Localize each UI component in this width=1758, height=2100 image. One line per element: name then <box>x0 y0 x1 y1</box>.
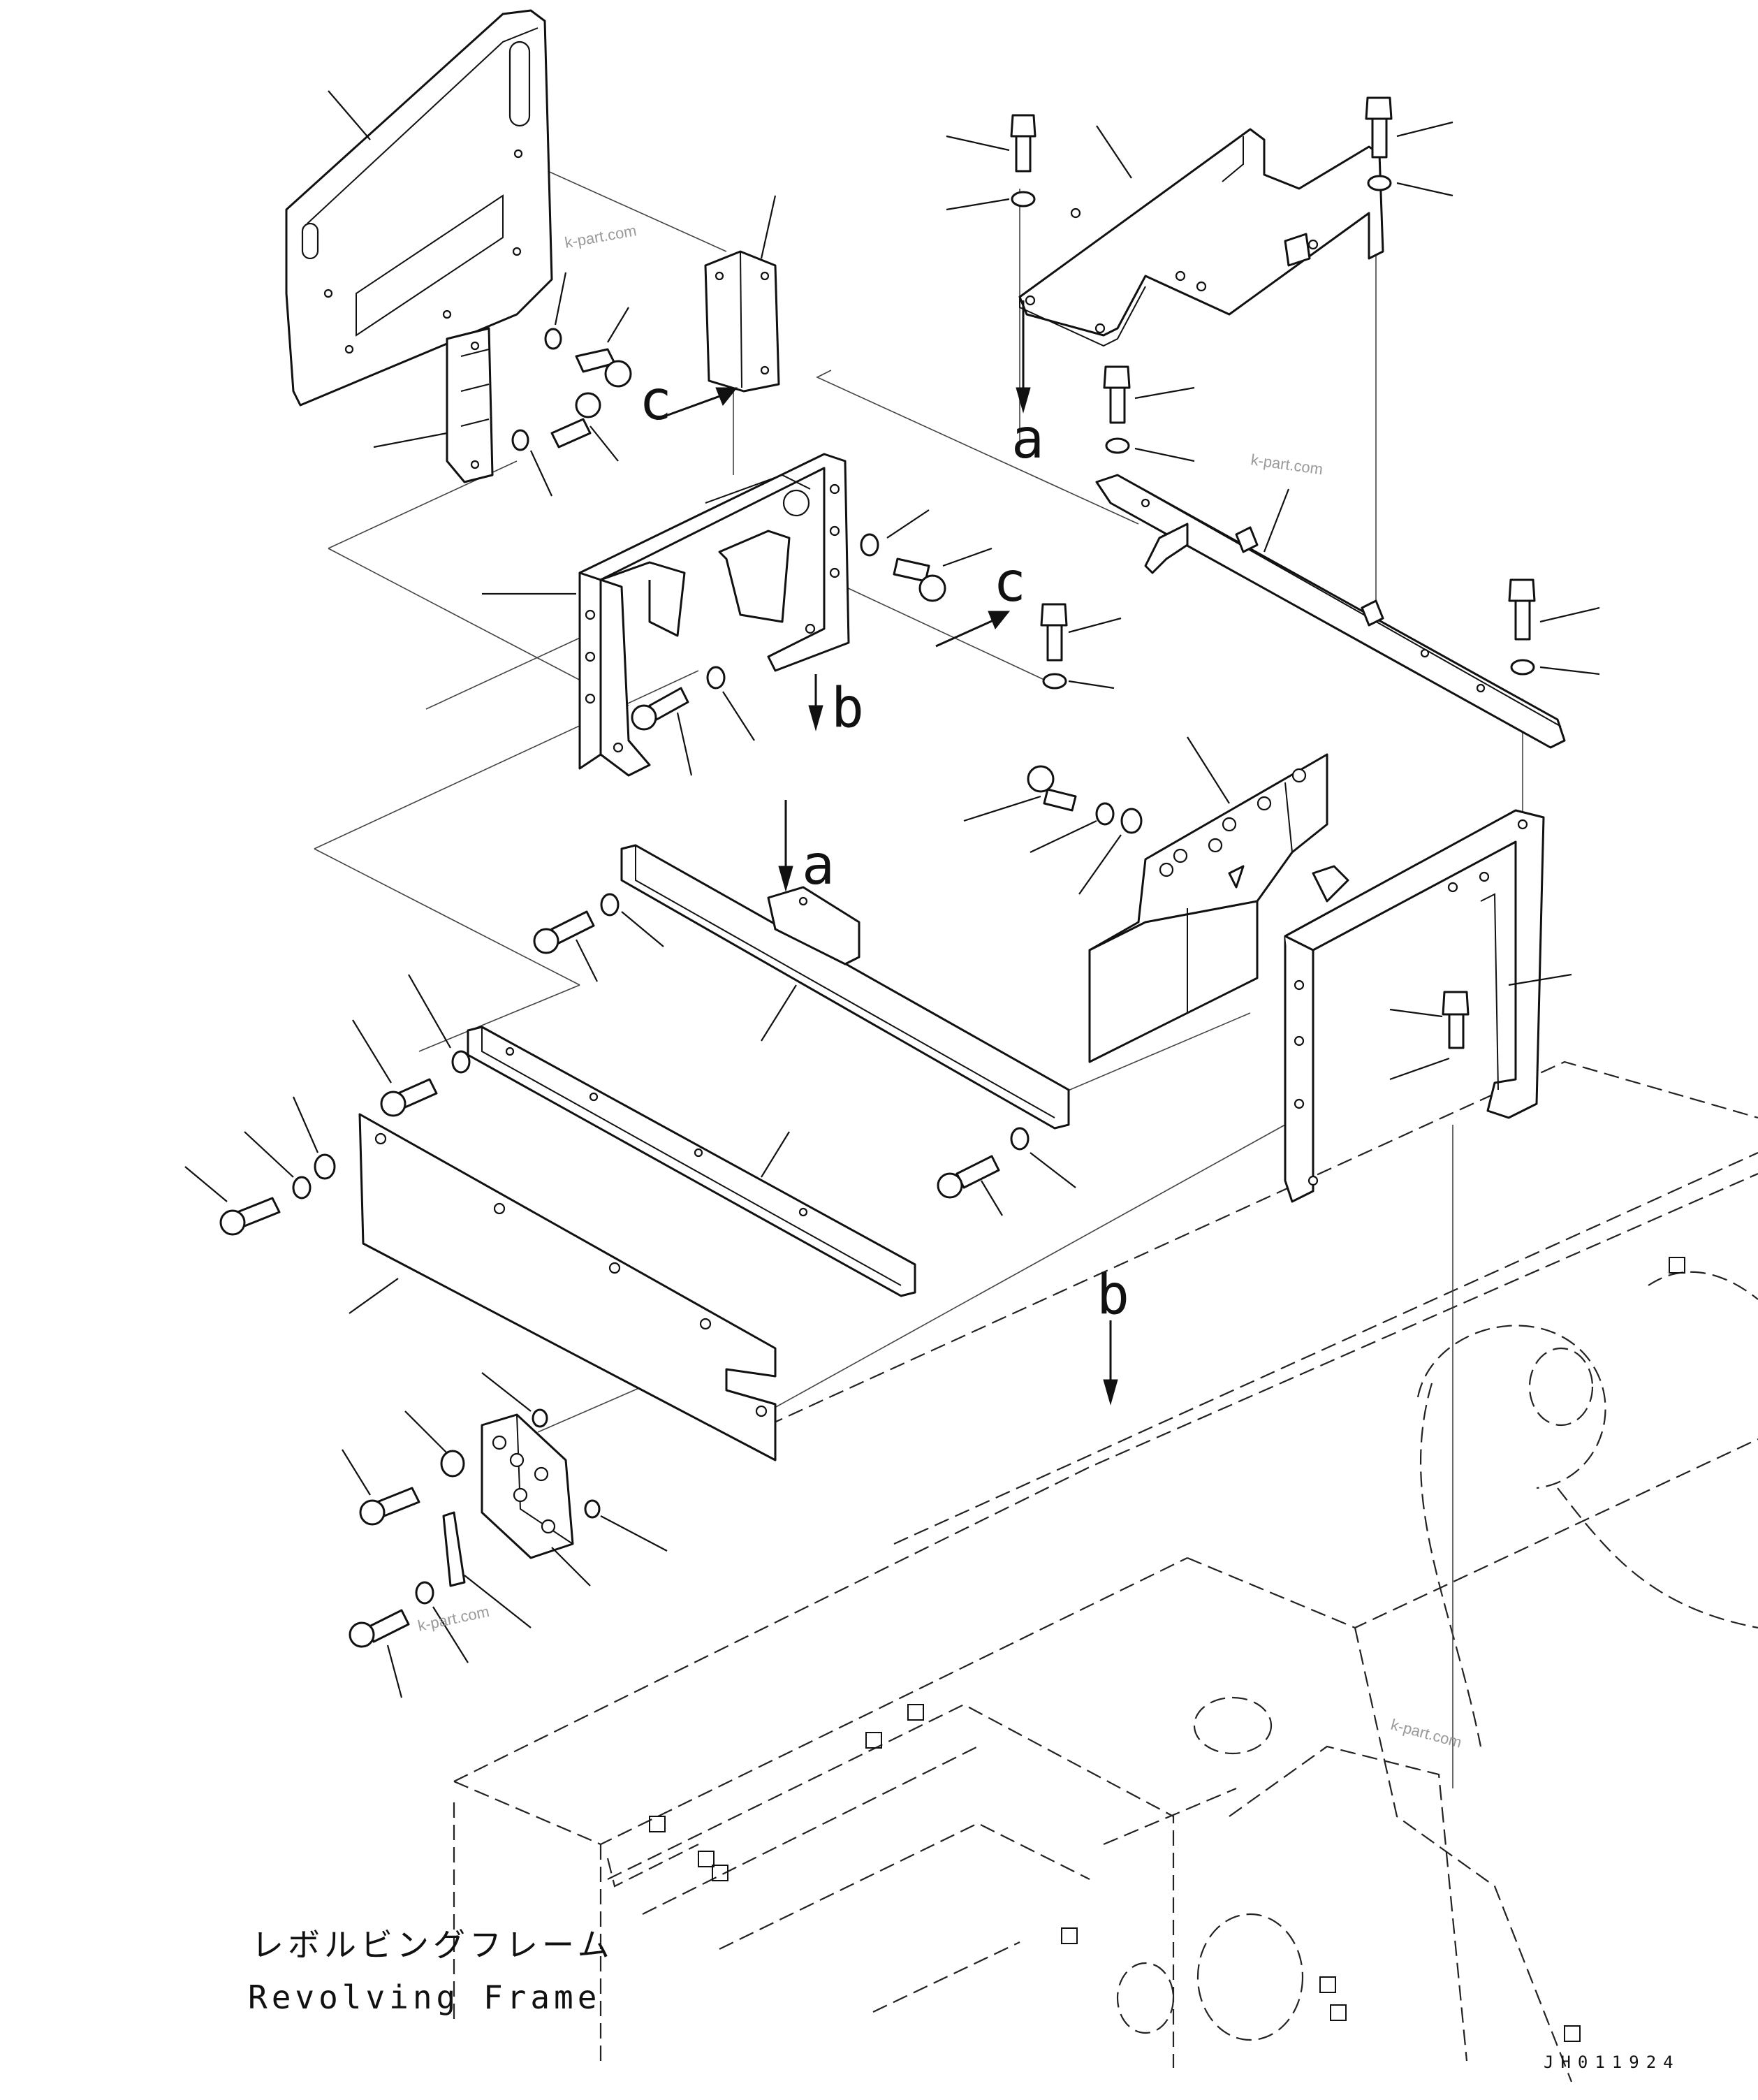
right-frame-bracket <box>1284 809 1572 1203</box>
drawing-code: JH011924 <box>1544 2052 1680 2072</box>
bolt-group-top-cover <box>946 96 1600 690</box>
bolt-group-shield <box>963 765 1143 895</box>
view-letter-b: b <box>1097 1264 1129 1327</box>
view-letter-a: a <box>1011 408 1044 471</box>
bolt-group-box-bracket <box>631 509 992 776</box>
side-plate <box>285 9 553 407</box>
view-letter-c: c <box>993 551 1026 614</box>
view-letter-c: c <box>639 370 672 432</box>
watermark-text: k-part.com <box>416 1603 491 1635</box>
frame-label-english: Revolving Frame <box>248 1978 601 2016</box>
shield-plate <box>1088 736 1328 1063</box>
channel-rail <box>620 844 1070 1130</box>
watermark-text: k-part.com <box>564 221 638 251</box>
hinge-bracket-left <box>373 327 494 483</box>
angle-rail-upper <box>1095 474 1566 749</box>
view-letter-a: a <box>802 834 835 897</box>
top-cover-plate <box>1018 125 1384 347</box>
upright-bracket <box>704 195 780 393</box>
bolt-group-bottom <box>342 1410 469 1698</box>
revolving-frame-outline <box>453 1060 1758 2083</box>
view-letter-b: b <box>831 677 864 740</box>
frame-label-japanese: レボルビングフレーム <box>251 1926 614 1964</box>
bolt-group-side-plate <box>511 272 632 497</box>
bolt-group-channel <box>533 893 1076 1216</box>
watermark-text: k-part.com <box>1250 451 1324 478</box>
box-bracket <box>482 453 850 777</box>
lower-cover-plate <box>349 1113 777 1461</box>
bolt-group-left <box>184 974 471 1236</box>
view-arrows <box>656 300 1118 1406</box>
assembly-guide-lines <box>314 156 1523 1788</box>
clamp-plate <box>442 1372 668 1628</box>
